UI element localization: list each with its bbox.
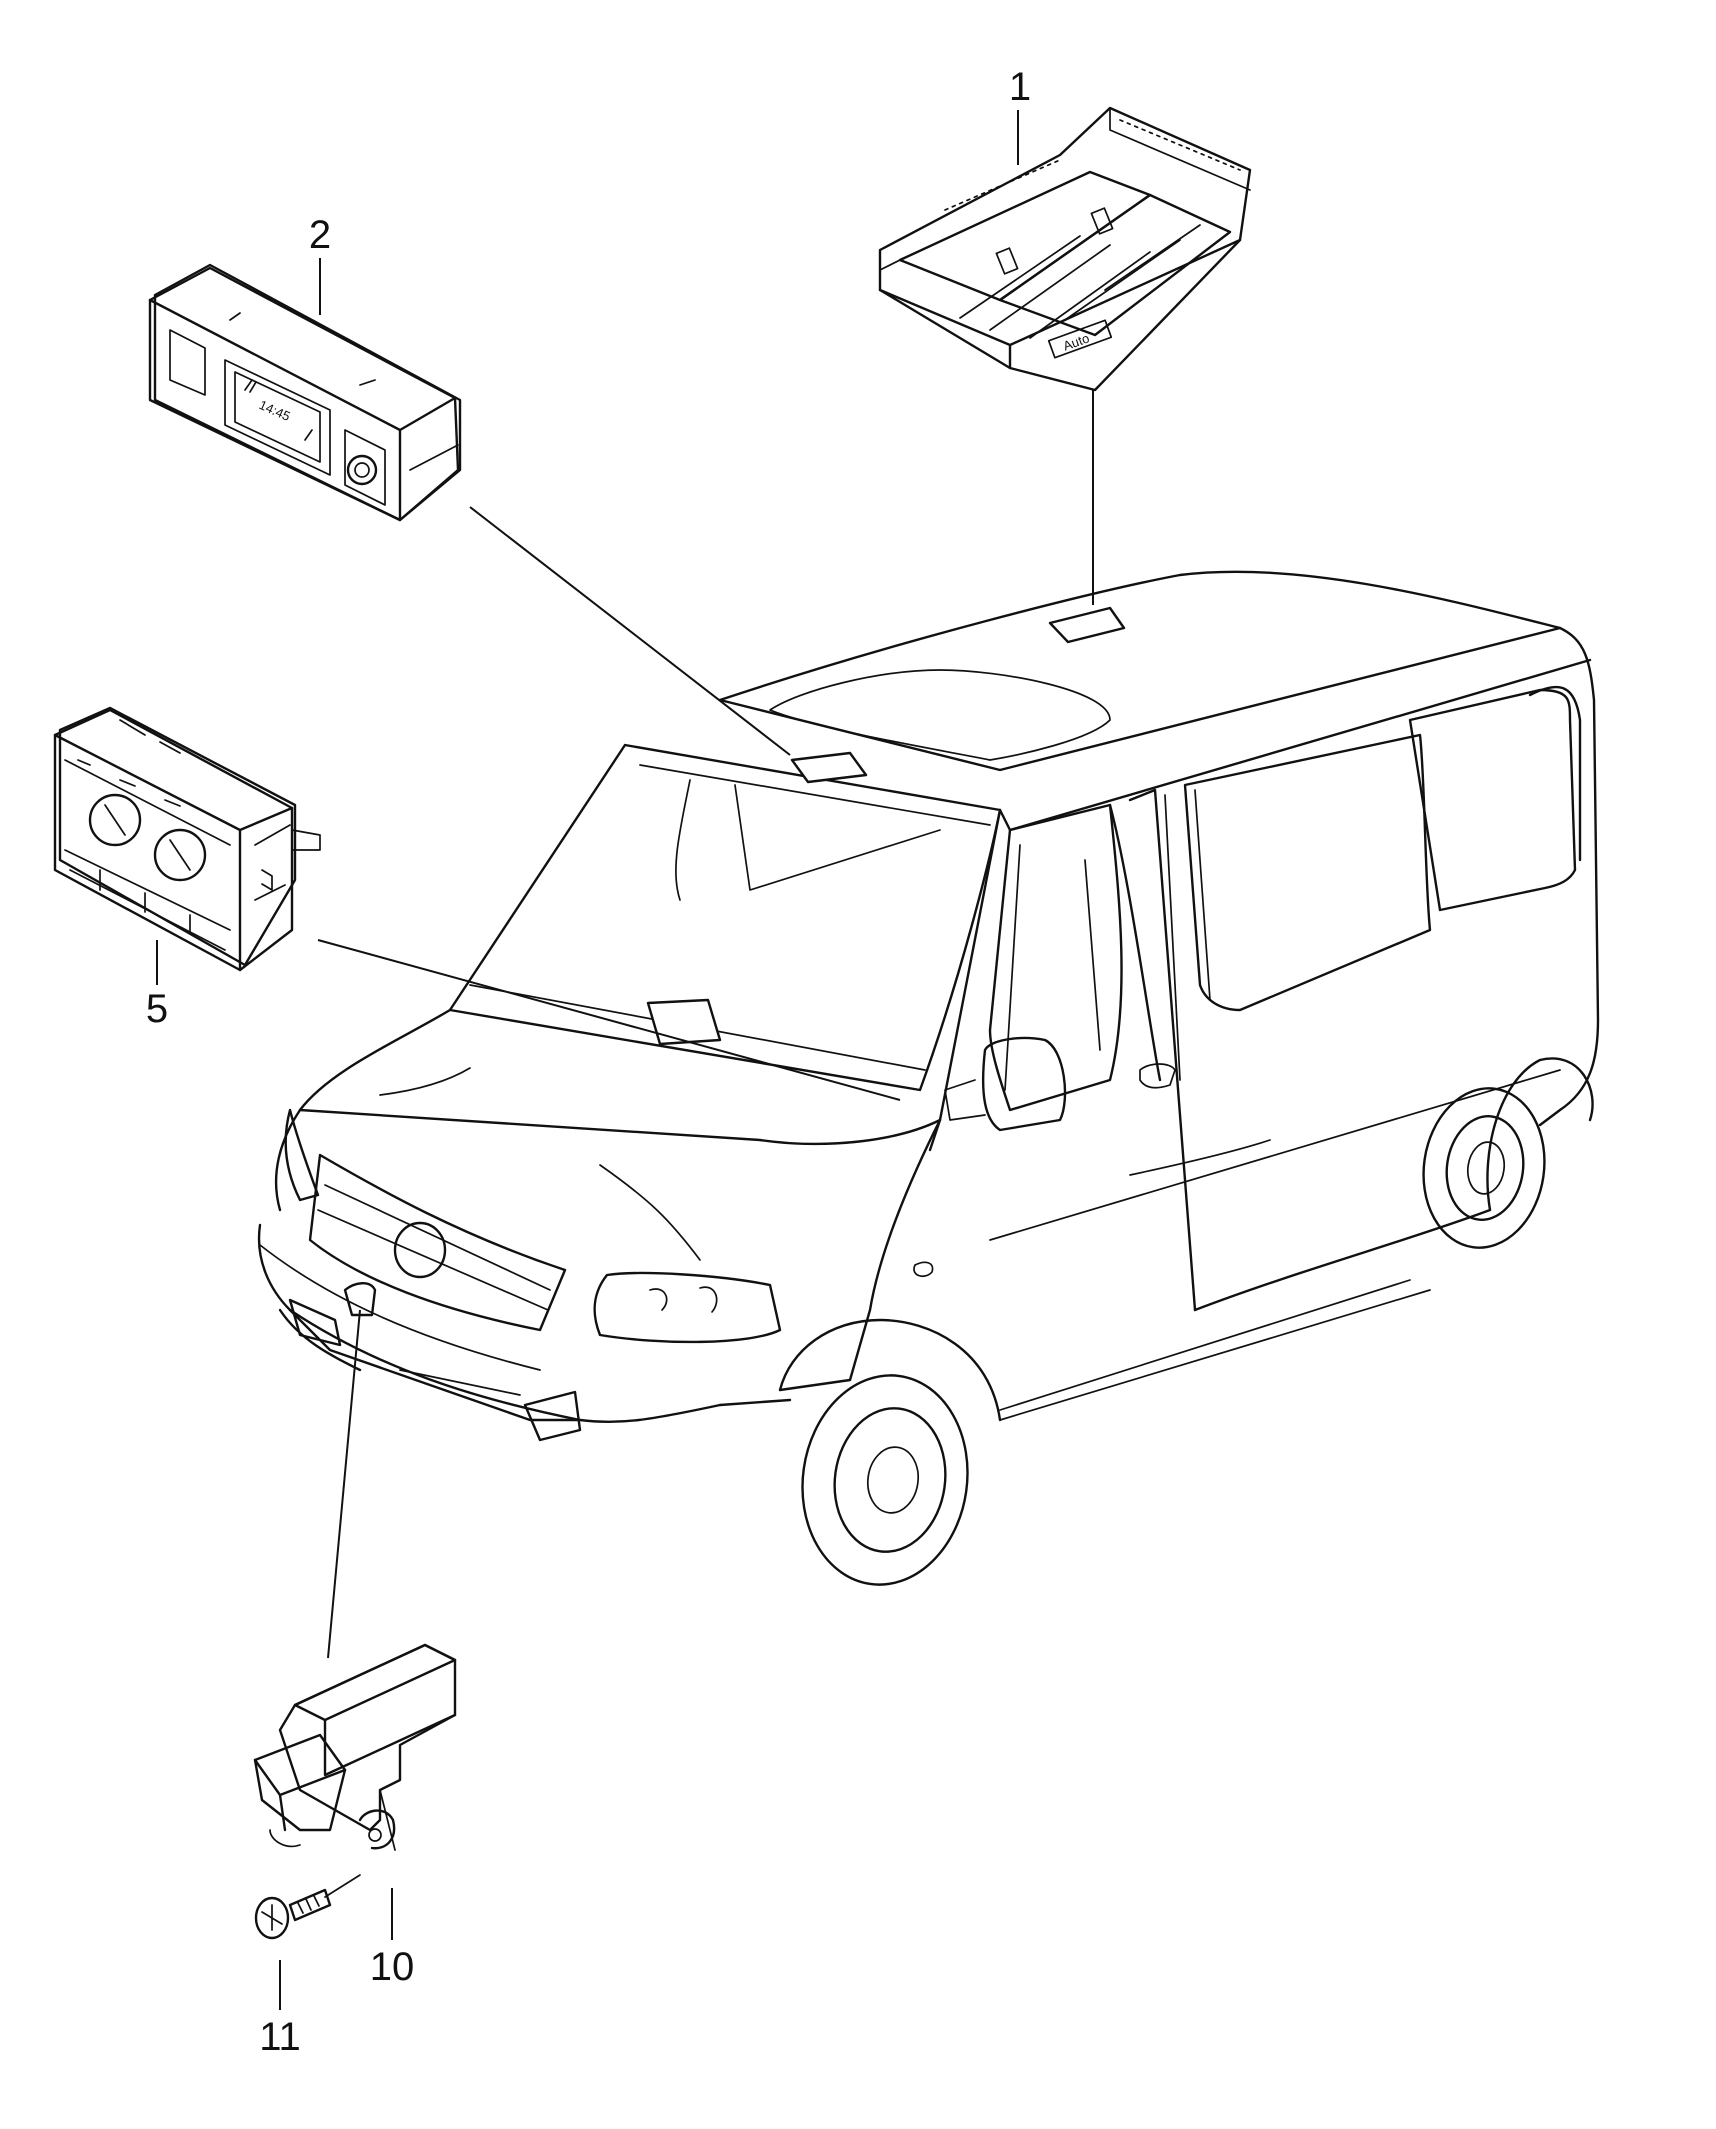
leader-line-10 [327,1309,361,1659]
part-11-screw [254,1874,361,1940]
callout-label-5: 5 [146,987,168,1031]
leader-line-2 [469,506,791,756]
location-marker-5 [646,998,722,1046]
part-5-climatronic-control-unit [53,706,321,972]
part-10-ambient-temp-sensor [253,1643,457,1851]
part-1-overhead-control-unit: Auto [878,106,1252,392]
location-marker-2 [790,751,868,784]
callout-label-1: 1 [1009,65,1031,109]
leader-line-5 [317,939,901,1101]
location-marker-1 [1048,606,1126,644]
callout-label-10: 10 [370,1945,415,1989]
part-2-heater-control-panel: 14:45 [148,263,462,522]
van-illustration [257,570,1600,1586]
callout-label-11: 11 [259,2015,301,2059]
callout-label-2: 2 [309,213,331,257]
